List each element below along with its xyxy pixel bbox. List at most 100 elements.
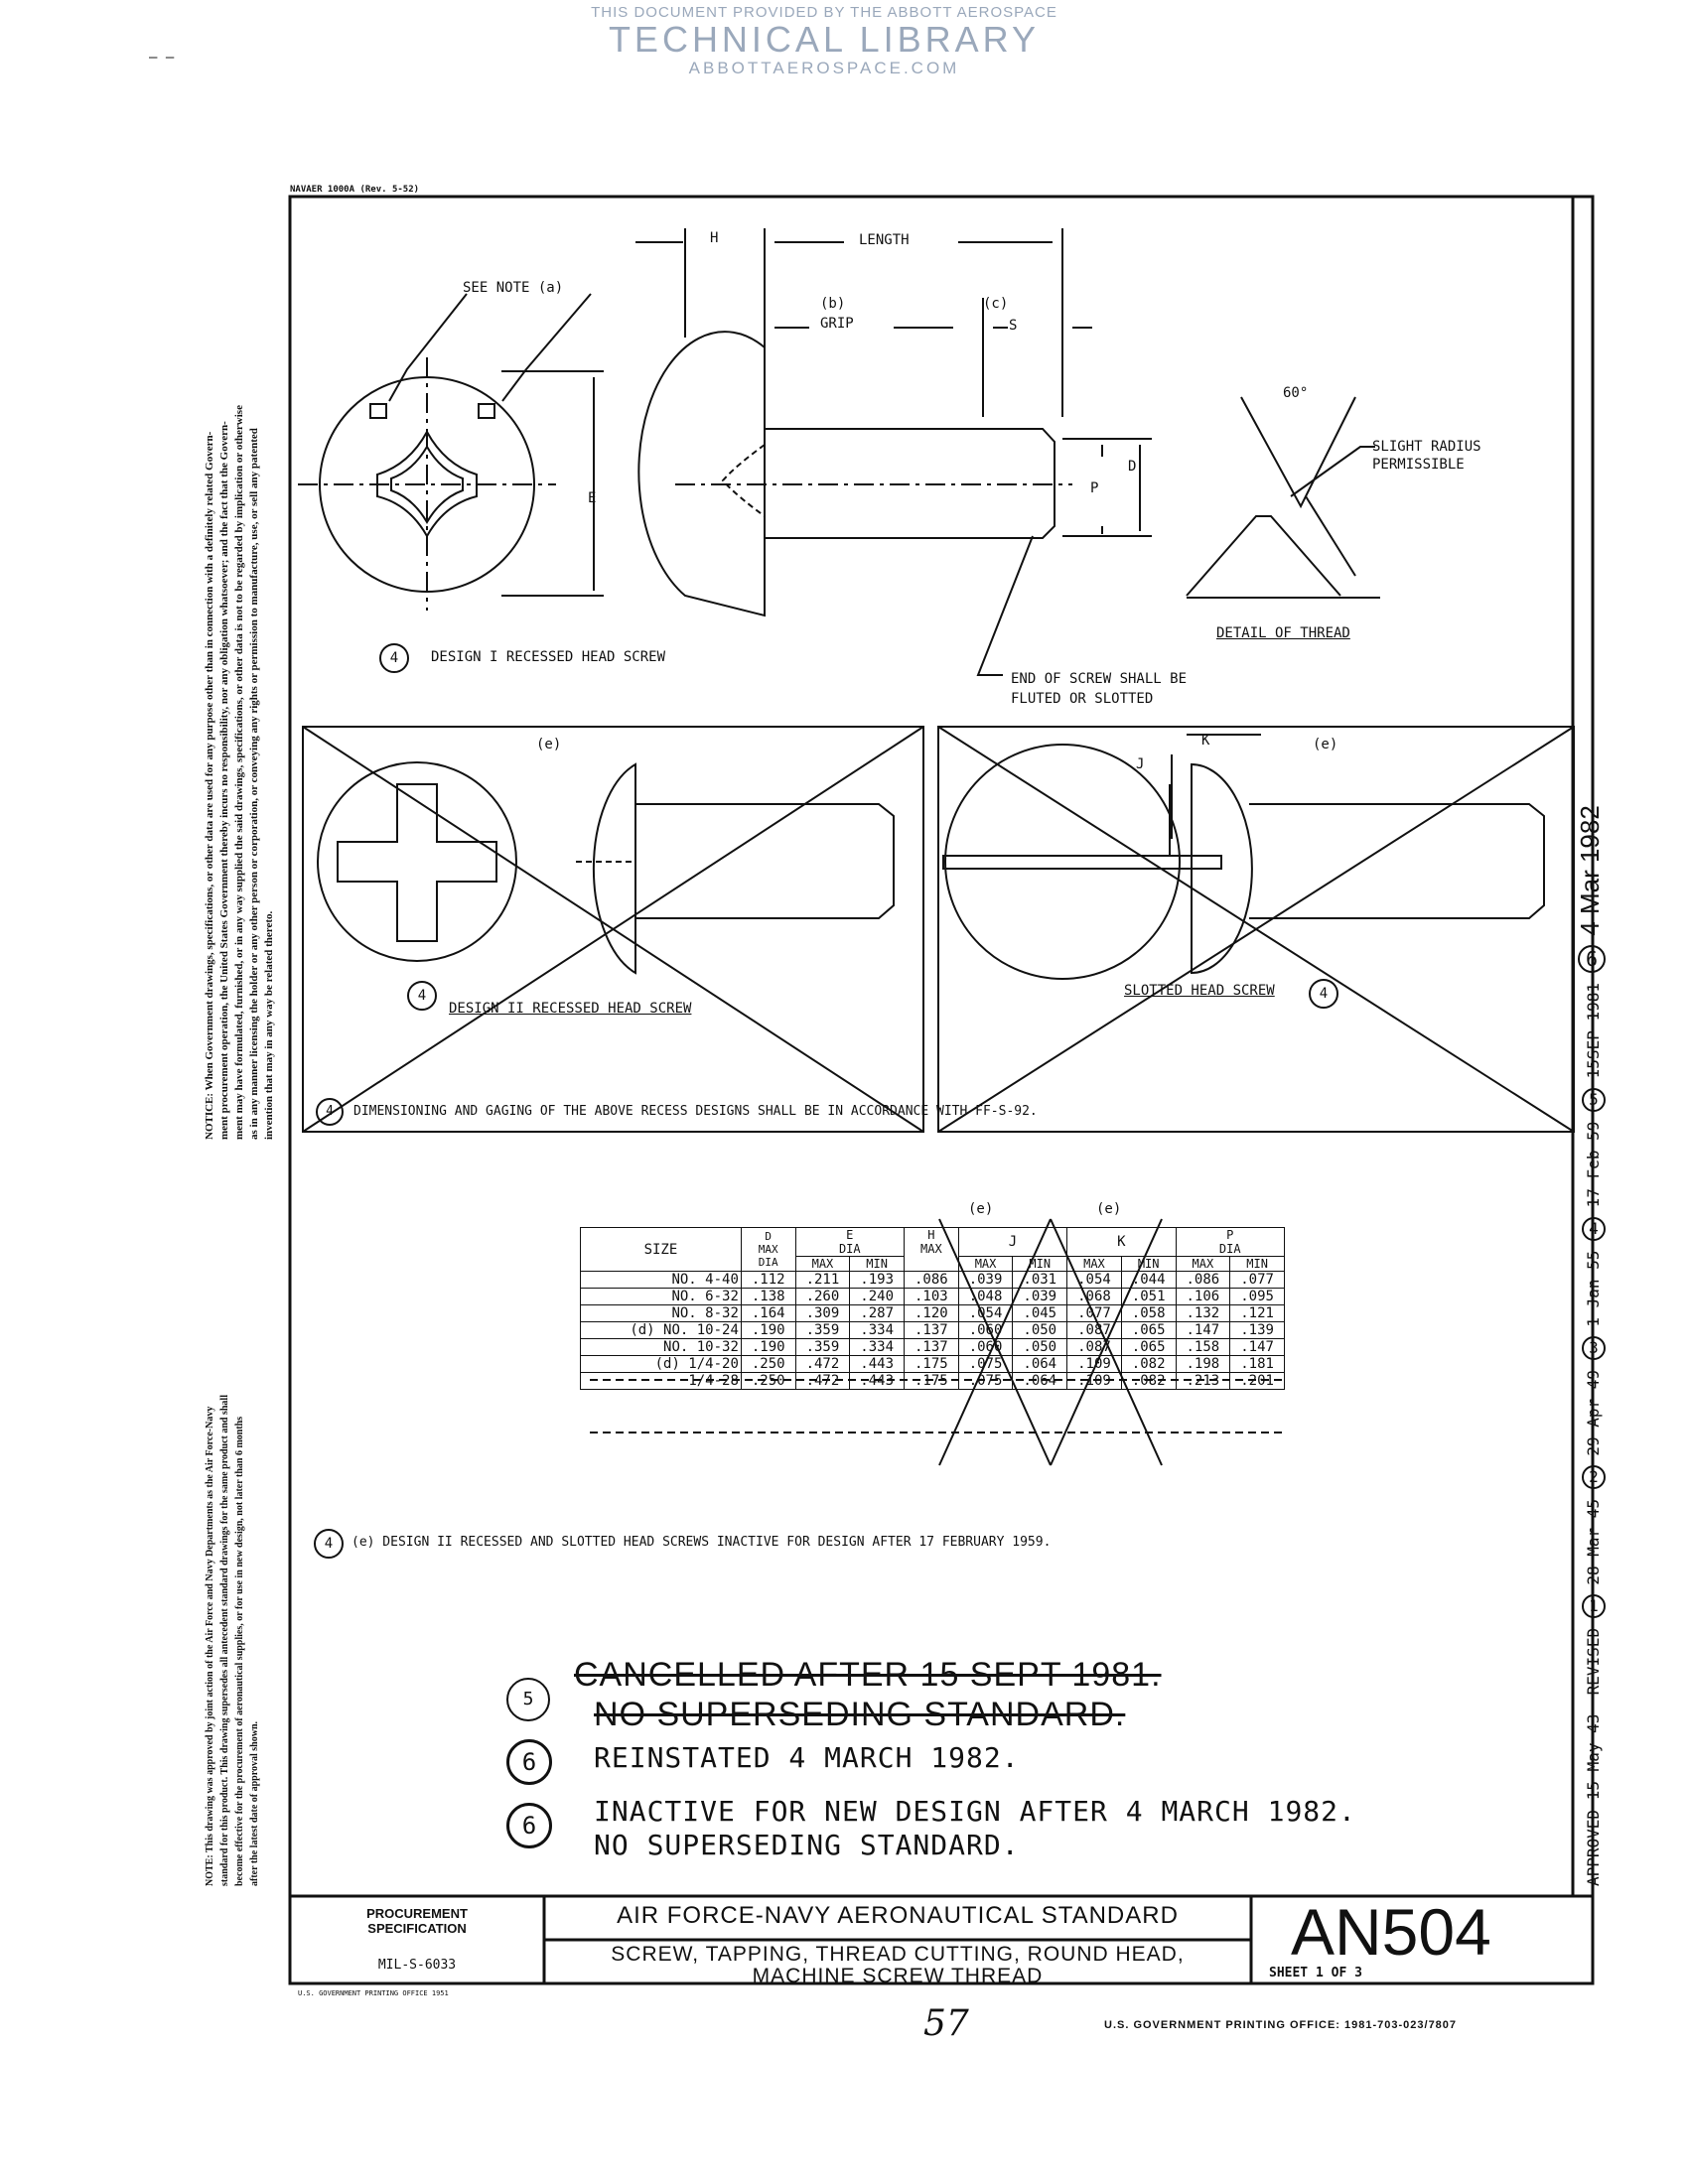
note-4-circle: 4	[379, 643, 409, 673]
value-cell: .201	[1229, 1372, 1285, 1390]
dim-k: K	[1201, 733, 1210, 749]
design-1-caption: DESIGN I RECESSED HEAD SCREW	[431, 649, 666, 665]
rev-6-circle-b: 6	[506, 1803, 552, 1848]
left-note: NOTE: This drawing was approved by joint…	[205, 1395, 260, 1886]
header-title: TECHNICAL LIBRARY	[608, 19, 1041, 60]
value-cell: .086	[1175, 1271, 1231, 1289]
spec-number: MIL-S-6033	[377, 1958, 457, 1973]
see-note: SEE NOTE (a)	[463, 280, 564, 296]
inactive-note-circle: 4	[314, 1529, 344, 1559]
standard-title: AIR FORCE-NAVY AERONAUTICAL STANDARD	[617, 1902, 1179, 1929]
page-number: 57	[923, 2003, 969, 2044]
thread-angle: 60°	[1283, 385, 1309, 401]
s-label: S	[1009, 318, 1018, 334]
dim-h: H	[710, 230, 719, 246]
slotted-tag: (e)	[1313, 737, 1338, 752]
value-cell: .050	[1012, 1338, 1068, 1356]
end-note-2: FLUTED OR SLOTTED	[1011, 691, 1154, 707]
slotted-note-circle: 4	[1309, 979, 1338, 1009]
header-url: ABBOTTAEROSPACE.COM	[688, 59, 960, 77]
value-cell: .120	[904, 1304, 959, 1322]
library-header: THIS DOCUMENT PROVIDED BY THE ABBOTT AER…	[556, 4, 1092, 78]
value-cell: .050	[1012, 1321, 1068, 1339]
part-title: SCREW, TAPPING, THREAD CUTTING, ROUND HE…	[611, 1943, 1185, 1987]
value-cell: .065	[1120, 1321, 1177, 1339]
procurement-spec-label: PROCUREMENT SPECIFICATION	[366, 1906, 468, 1936]
end-note-1: END OF SCREW SHALL BE	[1011, 671, 1188, 687]
rev-5-circle: 5	[506, 1678, 550, 1721]
table-tag-k: (e)	[1096, 1201, 1122, 1217]
value-cell: .472	[794, 1355, 851, 1373]
standard-number: AN504	[1291, 1895, 1491, 1969]
slotted-caption: SLOTTED HEAD SCREW	[1124, 983, 1275, 999]
value-cell: .175	[904, 1355, 959, 1373]
dim-note-circle: 4	[316, 1098, 344, 1126]
value-cell: .287	[849, 1304, 905, 1322]
form-number: NAVAER 1000A (Rev. 5-52)	[290, 185, 420, 195]
inactive-line-2: NO SUPERSEDING STANDARD.	[594, 1829, 1020, 1861]
dim-d: D	[1128, 459, 1137, 475]
s-c: (c)	[983, 296, 1009, 312]
value-cell: .193	[849, 1271, 905, 1289]
inactive-line-1: INACTIVE FOR NEW DESIGN AFTER 4 MARCH 19…	[594, 1795, 1356, 1828]
size-cell: (d) 1/4-20	[580, 1355, 742, 1373]
value-cell: .045	[1012, 1304, 1068, 1322]
design-2-tag: (e)	[536, 737, 562, 752]
value-cell: .147	[1229, 1338, 1285, 1356]
value-cell: .051	[1120, 1288, 1177, 1305]
cancel-line-2: NO SUPERSEDING STANDARD.	[594, 1696, 1126, 1733]
revised-label: REVISED	[1584, 1627, 1603, 1696]
table-row: NO. 6-32.138.260.240.103.048.039.068.051…	[580, 1288, 1285, 1305]
detail-of-thread: DETAIL OF THREAD	[1216, 625, 1350, 641]
table-row: NO. 10-32.190.359.334.137.060.050.087.06…	[580, 1338, 1285, 1356]
reinstated-text: REINSTATED 4 MARCH 1982.	[594, 1741, 1020, 1774]
table-tag-j: (e)	[968, 1201, 994, 1217]
grip-b: (b)	[820, 296, 846, 312]
sheet-number: SHEET 1 OF 3	[1269, 1966, 1362, 1980]
table-subheader-row: MAX MIN MAX MIN MAX MIN MAX MIN	[581, 1256, 1285, 1272]
revision-strip: APPROVED 15 May 43 REVISED 1 28 Mar 45 2…	[1575, 805, 1606, 1886]
value-cell: .106	[1175, 1288, 1231, 1305]
rev-6-circle-a: 6	[506, 1739, 552, 1785]
cancel-line-1: CANCELLED AFTER 15 SEPT 1981.	[574, 1656, 1162, 1694]
dim-length: LENGTH	[859, 232, 910, 248]
value-cell: .250	[740, 1355, 796, 1373]
table-row: (d) 1/4-20.250.472.443.175.075.064.109.0…	[580, 1355, 1285, 1373]
value-cell: .064	[1012, 1372, 1068, 1390]
grip-label: GRIP	[820, 316, 854, 332]
dim-j: J	[1136, 756, 1145, 772]
value-cell: .443	[849, 1355, 905, 1373]
value-cell: .190	[740, 1321, 796, 1339]
sub-min: MIN	[1229, 1256, 1285, 1272]
value-cell: .138	[740, 1288, 796, 1305]
slight-radius-2: PERMISSIBLE	[1372, 457, 1465, 473]
size-cell: NO. 4-40	[580, 1271, 742, 1289]
value-cell: .086	[904, 1271, 959, 1289]
value-cell: .077	[1229, 1271, 1285, 1289]
sub-min: MIN	[849, 1256, 905, 1272]
value-cell: .065	[1120, 1338, 1177, 1356]
value-cell: .158	[1175, 1338, 1231, 1356]
value-cell: .103	[904, 1288, 959, 1305]
approved-date: APPROVED 15 May 43	[1584, 1713, 1603, 1886]
dim-p: P	[1090, 480, 1099, 496]
printing-office: U.S. GOVERNMENT PRINTING OFFICE: 1981-70…	[1104, 2019, 1458, 2031]
value-cell: .240	[849, 1288, 905, 1305]
inactive-note: (e) DESIGN II RECESSED AND SLOTTED HEAD …	[352, 1535, 1052, 1550]
value-cell: .250	[740, 1372, 796, 1390]
value-cell: .058	[1120, 1304, 1177, 1322]
table-row: NO. 8-32.164.309.287.120.054.045.077.058…	[580, 1304, 1285, 1322]
slight-radius-1: SLIGHT RADIUS	[1372, 439, 1481, 455]
value-cell: .044	[1120, 1271, 1177, 1289]
design-2-note-circle: 4	[407, 981, 437, 1011]
left-notice: NOTICE: When Government drawings, specif…	[204, 405, 275, 1140]
dim-note: DIMENSIONING AND GAGING OF THE ABOVE REC…	[353, 1104, 1038, 1119]
value-cell: .039	[957, 1271, 1014, 1289]
header-provider: THIS DOCUMENT PROVIDED BY THE ABBOTT AER…	[591, 4, 1057, 21]
table-row: 1/4-28.250.472.443.175.075.064.109.082.2…	[580, 1372, 1285, 1390]
